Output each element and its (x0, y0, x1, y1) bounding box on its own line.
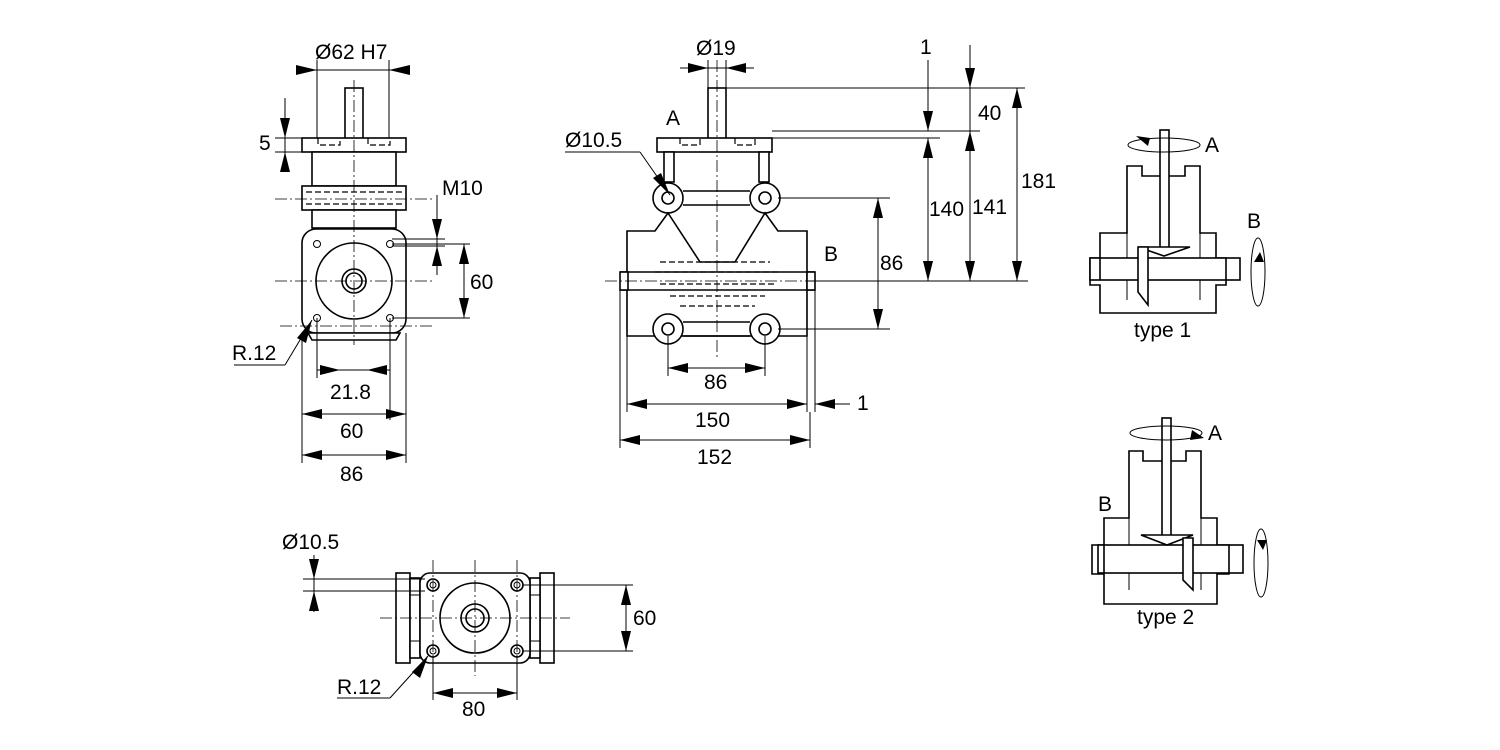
front-hole-diameter: Ø10.5 (565, 129, 622, 152)
bottom-corner-radius: R.12 (337, 676, 381, 699)
front-width-152: 152 (697, 446, 732, 469)
front-total-height: 181 (1021, 170, 1056, 193)
type2-housing (1091, 450, 1230, 605)
type1-schematic: A B type 1 (1089, 129, 1266, 342)
type2-label: type 2 (1137, 606, 1194, 629)
side-bore-label: Ø62 H7 (315, 41, 387, 64)
type1-output-label: B (1247, 210, 1261, 233)
front-height-141: 141 (972, 196, 1007, 219)
front-hole-spacing: 86 (704, 371, 727, 394)
side-view: Ø62 H7 5 M10 60 R.12 21. (232, 41, 493, 486)
front-side-height: 86 (880, 252, 903, 275)
bottom-view: Ø10.5 60 R.12 80 (282, 531, 656, 721)
front-shaft-label: A (666, 107, 680, 130)
side-shaft-offset: 21.8 (330, 381, 371, 404)
front-shaft-length: 40 (978, 102, 1001, 125)
front-top-flange (656, 137, 773, 153)
side-bolt-spacing-h: 60 (340, 420, 363, 443)
type1-label: type 1 (1134, 319, 1191, 342)
type2-input-shaft (1161, 417, 1172, 537)
front-side-gap: 1 (857, 392, 869, 415)
bottom-bolt-spacing-h: 80 (462, 698, 485, 721)
front-bolt-boss (652, 182, 684, 214)
type2-output-label: B (1098, 493, 1112, 516)
front-width-150: 150 (695, 409, 730, 432)
side-corner-radius: R.12 (232, 342, 276, 365)
front-view: Ø19 A Ø10.5 B 1 140 40 141 (565, 36, 1056, 469)
type2-input-label: A (1208, 422, 1222, 445)
type2-schematic: A B type 2 (1091, 417, 1269, 629)
front-height-140: 140 (929, 198, 964, 221)
side-body-width: 86 (340, 463, 363, 486)
front-output-label: B (824, 243, 838, 266)
type1-housing (1089, 165, 1227, 314)
front-top-gap: 1 (920, 36, 932, 59)
type1-input-label: A (1205, 134, 1219, 157)
side-flange-thickness: 5 (259, 132, 271, 155)
side-bolt-spacing-v: 60 (470, 271, 493, 294)
bottom-hole-diameter: Ø10.5 (282, 531, 339, 554)
type1-input-shaft (1159, 129, 1170, 249)
side-thread-label: M10 (442, 177, 483, 200)
bottom-bolt-spacing-v: 60 (633, 607, 656, 630)
front-shaft-diameter: Ø19 (696, 37, 736, 60)
